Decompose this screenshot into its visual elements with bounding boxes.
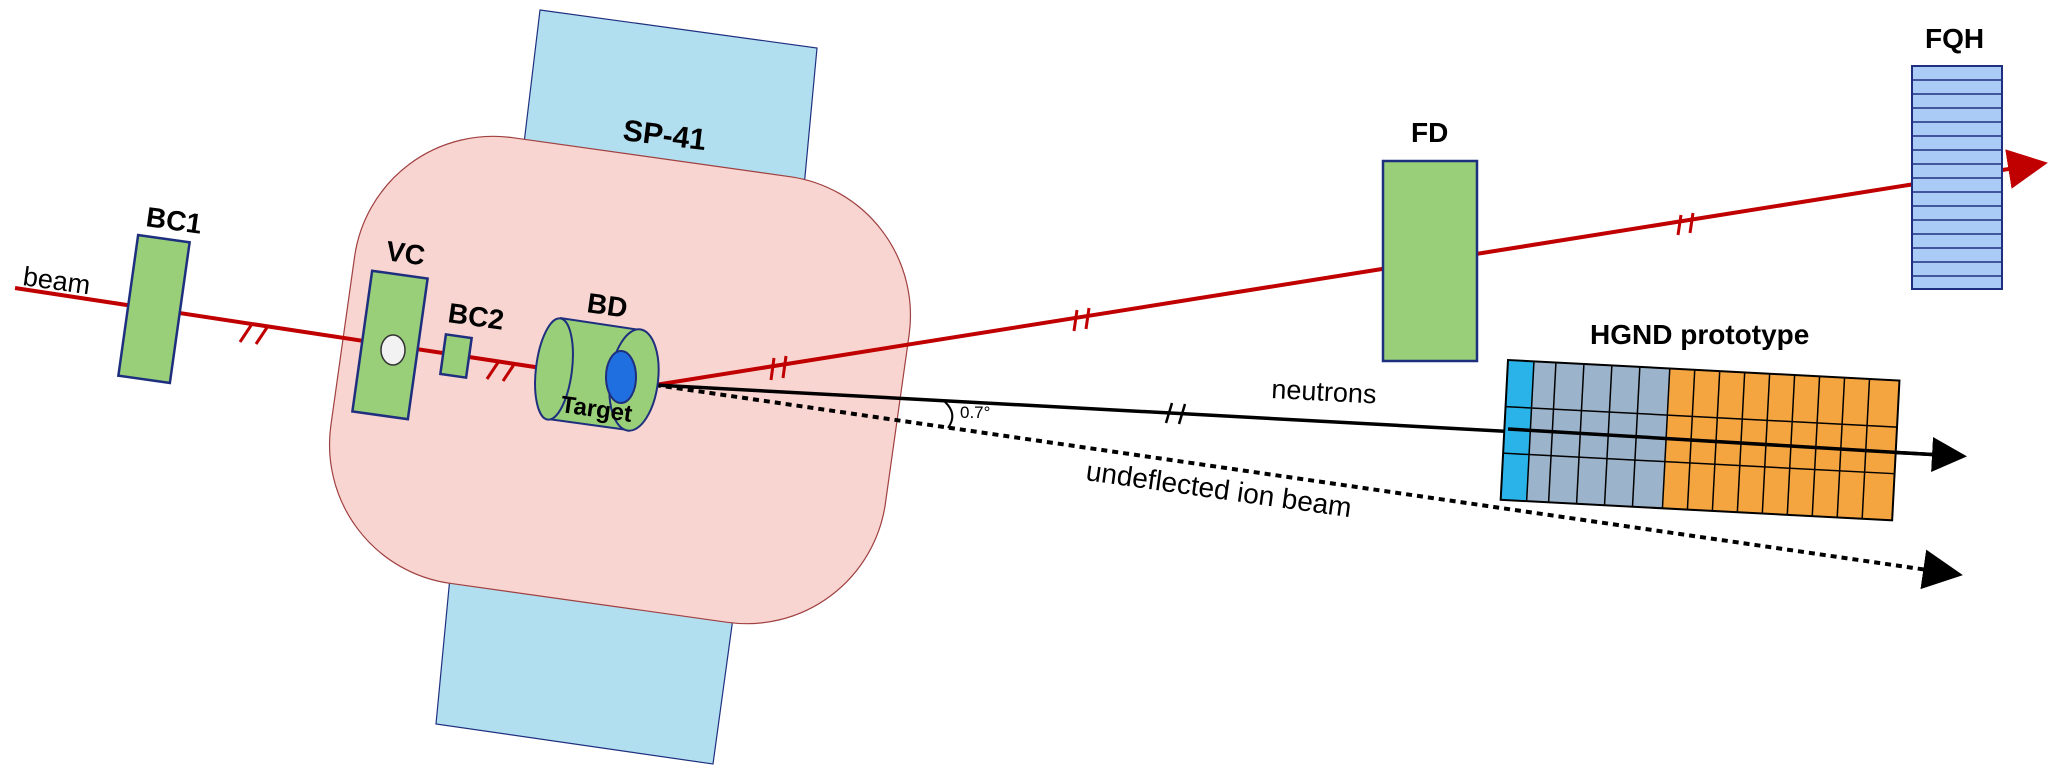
angle-label: 0.7° [960, 403, 990, 422]
bc1-detector [116, 233, 192, 385]
fd-label: FD [1411, 117, 1448, 148]
bc2-detector [438, 332, 474, 380]
neutron-line-through-hgnd [1507, 427, 1941, 457]
target [605, 350, 637, 404]
neutrons-label: neutrons [1271, 374, 1378, 409]
fqh-label: FQH [1925, 23, 1984, 54]
bd-label: BD [585, 287, 629, 323]
fd-detector [1381, 159, 1479, 363]
fqh-detector [1911, 65, 2003, 290]
undeflected-beam-line [654, 383, 1963, 590]
angle-arc [944, 401, 954, 429]
hgnd-label: HGND prototype [1590, 319, 1809, 350]
beam-break-marks [238, 212, 1695, 382]
beam-label: beam [21, 261, 92, 300]
bc2-label: BC2 [446, 297, 506, 335]
vc-label: VC [384, 235, 427, 271]
vc-hole [380, 334, 406, 366]
neutron-break-marks [1164, 402, 1187, 425]
bc1-label: BC1 [144, 201, 204, 239]
undeflected-beam-label: undeflected ion beam [1084, 455, 1353, 523]
deflected-beam [654, 149, 2048, 387]
